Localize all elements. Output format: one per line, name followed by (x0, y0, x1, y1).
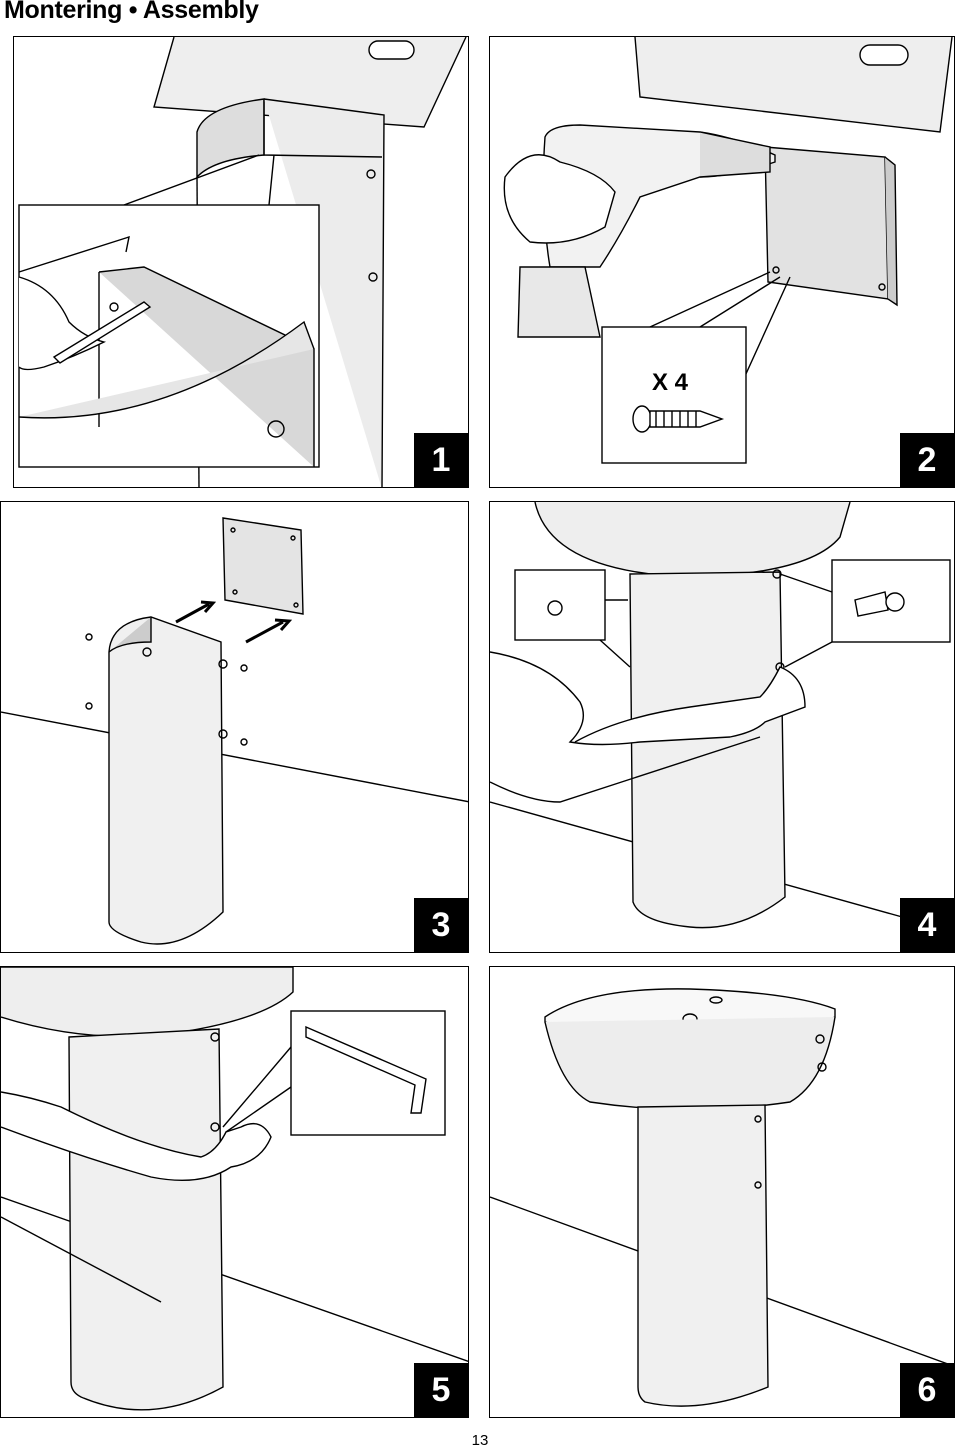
step-number: 6 (900, 1363, 954, 1417)
step-1-illustration (18, 37, 467, 487)
step-number: 1 (414, 433, 468, 487)
page-number: 13 (471, 1432, 489, 1449)
page-title: Montering • Assembly (4, 0, 259, 24)
step-5-panel: 5 (0, 966, 469, 1418)
step-2-panel: X 4 2 (489, 36, 955, 488)
step-3-illustration (1, 517, 468, 945)
step-number: 2 (900, 433, 954, 487)
step-1-panel: 1 (13, 36, 469, 488)
screw-quantity-label: X 4 (652, 369, 689, 396)
step-6-panel: 6 (489, 966, 955, 1418)
step-3-panel: 3 (0, 501, 469, 953)
step-5-illustration (1, 967, 468, 1411)
step-4-illustration (490, 502, 954, 933)
step-4-panel: 4 (489, 501, 955, 953)
step-number: 3 (414, 898, 468, 952)
step-number: 4 (900, 898, 954, 952)
step-number: 5 (414, 1363, 468, 1417)
step-2-illustration (503, 37, 953, 464)
step-6-illustration (490, 988, 954, 1407)
